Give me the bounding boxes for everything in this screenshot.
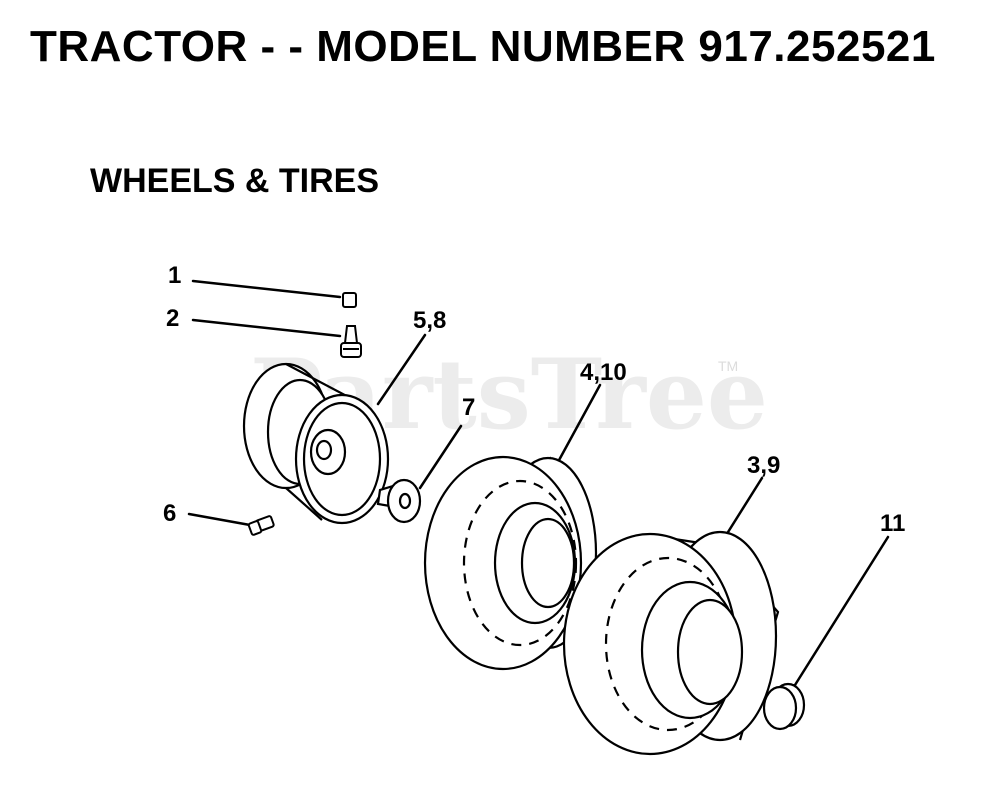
callout-1: 1 <box>168 262 182 289</box>
leader-line-6 <box>187 512 252 527</box>
leader-line-11 <box>793 535 890 687</box>
bolt-part <box>247 515 275 536</box>
callout-4-10: 4,10 <box>580 359 627 386</box>
callout-7: 7 <box>462 394 476 421</box>
callout-11: 11 <box>880 510 906 537</box>
valve-stem-part <box>340 325 362 358</box>
valve-cap-part <box>342 292 357 308</box>
leader-line-1 <box>191 279 342 299</box>
hub-cap-part <box>762 682 806 731</box>
section-title: WHEELS & TIRES <box>90 162 380 200</box>
callout-6: 6 <box>163 500 177 527</box>
callout-2: 2 <box>166 305 180 332</box>
rim-part <box>242 362 390 525</box>
callout-5-8: 5,8 <box>413 307 447 334</box>
tire-rear-part <box>562 530 780 756</box>
tire-front-part <box>423 455 598 671</box>
leader-line-58 <box>376 333 427 406</box>
bushing-part <box>376 478 422 524</box>
callout-3-9: 3,9 <box>747 452 781 479</box>
leader-line-410 <box>556 383 602 464</box>
page-title: TRACTOR - - MODEL NUMBER 917.252521 <box>30 22 936 71</box>
leader-line-7 <box>418 424 463 490</box>
watermark-trademark: TM <box>718 358 739 374</box>
leader-line-2 <box>191 318 342 338</box>
